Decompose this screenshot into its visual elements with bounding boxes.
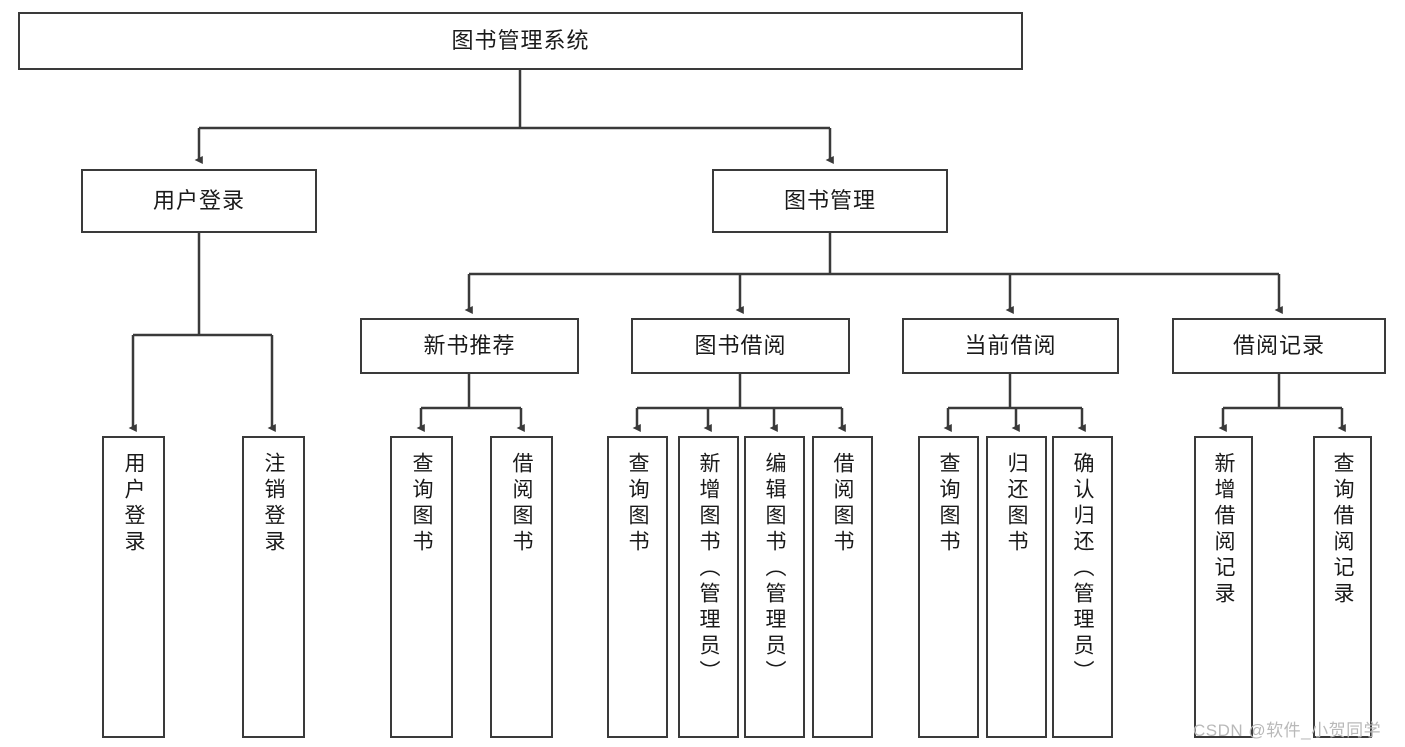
node-leaf-edit-book-label: 编辑图书（管理员） xyxy=(763,452,786,686)
node-leaf-add-record[interactable]: 新增借阅记录 xyxy=(1194,436,1253,738)
node-leaf-add-record-label: 新增借阅记录 xyxy=(1212,452,1235,608)
node-leaf-query-book-3-label: 查询图书 xyxy=(937,452,960,556)
node-user-login[interactable]: 用户登录 xyxy=(81,169,317,233)
node-current-borrow[interactable]: 当前借阅 xyxy=(902,318,1119,374)
node-leaf-query-book-3[interactable]: 查询图书 xyxy=(918,436,979,738)
node-leaf-borrow-book-2[interactable]: 借阅图书 xyxy=(812,436,873,738)
node-root[interactable]: 图书管理系统 xyxy=(18,12,1023,70)
node-leaf-confirm-return-label: 确认归还（管理员） xyxy=(1071,452,1094,686)
node-leaf-user-login-label: 用户登录 xyxy=(122,452,145,556)
node-book-manage[interactable]: 图书管理 xyxy=(712,169,948,233)
node-leaf-return-book-label: 归还图书 xyxy=(1005,452,1028,556)
node-leaf-add-book-label: 新增图书（管理员） xyxy=(697,452,720,686)
node-leaf-query-record-label: 查询借阅记录 xyxy=(1331,452,1354,608)
node-leaf-logout-label: 注销登录 xyxy=(262,452,285,556)
node-root-label: 图书管理系统 xyxy=(451,27,590,53)
node-leaf-query-book-2[interactable]: 查询图书 xyxy=(607,436,668,738)
node-user-login-label: 用户登录 xyxy=(152,187,245,213)
node-leaf-query-book-1[interactable]: 查询图书 xyxy=(390,436,453,738)
node-leaf-edit-book[interactable]: 编辑图书（管理员） xyxy=(744,436,805,738)
node-leaf-add-book[interactable]: 新增图书（管理员） xyxy=(678,436,739,738)
csdn-watermark: CSDN @软件_小贺同学 xyxy=(1193,721,1382,740)
node-book-borrow-label: 图书借阅 xyxy=(694,332,787,358)
node-borrow-record[interactable]: 借阅记录 xyxy=(1172,318,1386,374)
node-leaf-confirm-return[interactable]: 确认归还（管理员） xyxy=(1052,436,1113,738)
node-leaf-query-book-2-label: 查询图书 xyxy=(626,452,649,556)
node-leaf-borrow-book-1[interactable]: 借阅图书 xyxy=(490,436,553,738)
node-book-manage-label: 图书管理 xyxy=(783,187,876,213)
node-leaf-user-login[interactable]: 用户登录 xyxy=(102,436,165,738)
node-new-book-rec[interactable]: 新书推荐 xyxy=(360,318,579,374)
node-book-borrow[interactable]: 图书借阅 xyxy=(631,318,850,374)
node-leaf-borrow-book-2-label: 借阅图书 xyxy=(831,452,854,556)
node-leaf-return-book[interactable]: 归还图书 xyxy=(986,436,1047,738)
node-current-borrow-label: 当前借阅 xyxy=(964,332,1057,358)
node-leaf-query-record[interactable]: 查询借阅记录 xyxy=(1313,436,1372,738)
node-leaf-borrow-book-1-label: 借阅图书 xyxy=(510,452,533,556)
node-leaf-logout[interactable]: 注销登录 xyxy=(242,436,305,738)
node-leaf-query-book-1-label: 查询图书 xyxy=(410,452,433,556)
node-borrow-record-label: 借阅记录 xyxy=(1232,332,1325,358)
node-new-book-rec-label: 新书推荐 xyxy=(423,332,516,358)
